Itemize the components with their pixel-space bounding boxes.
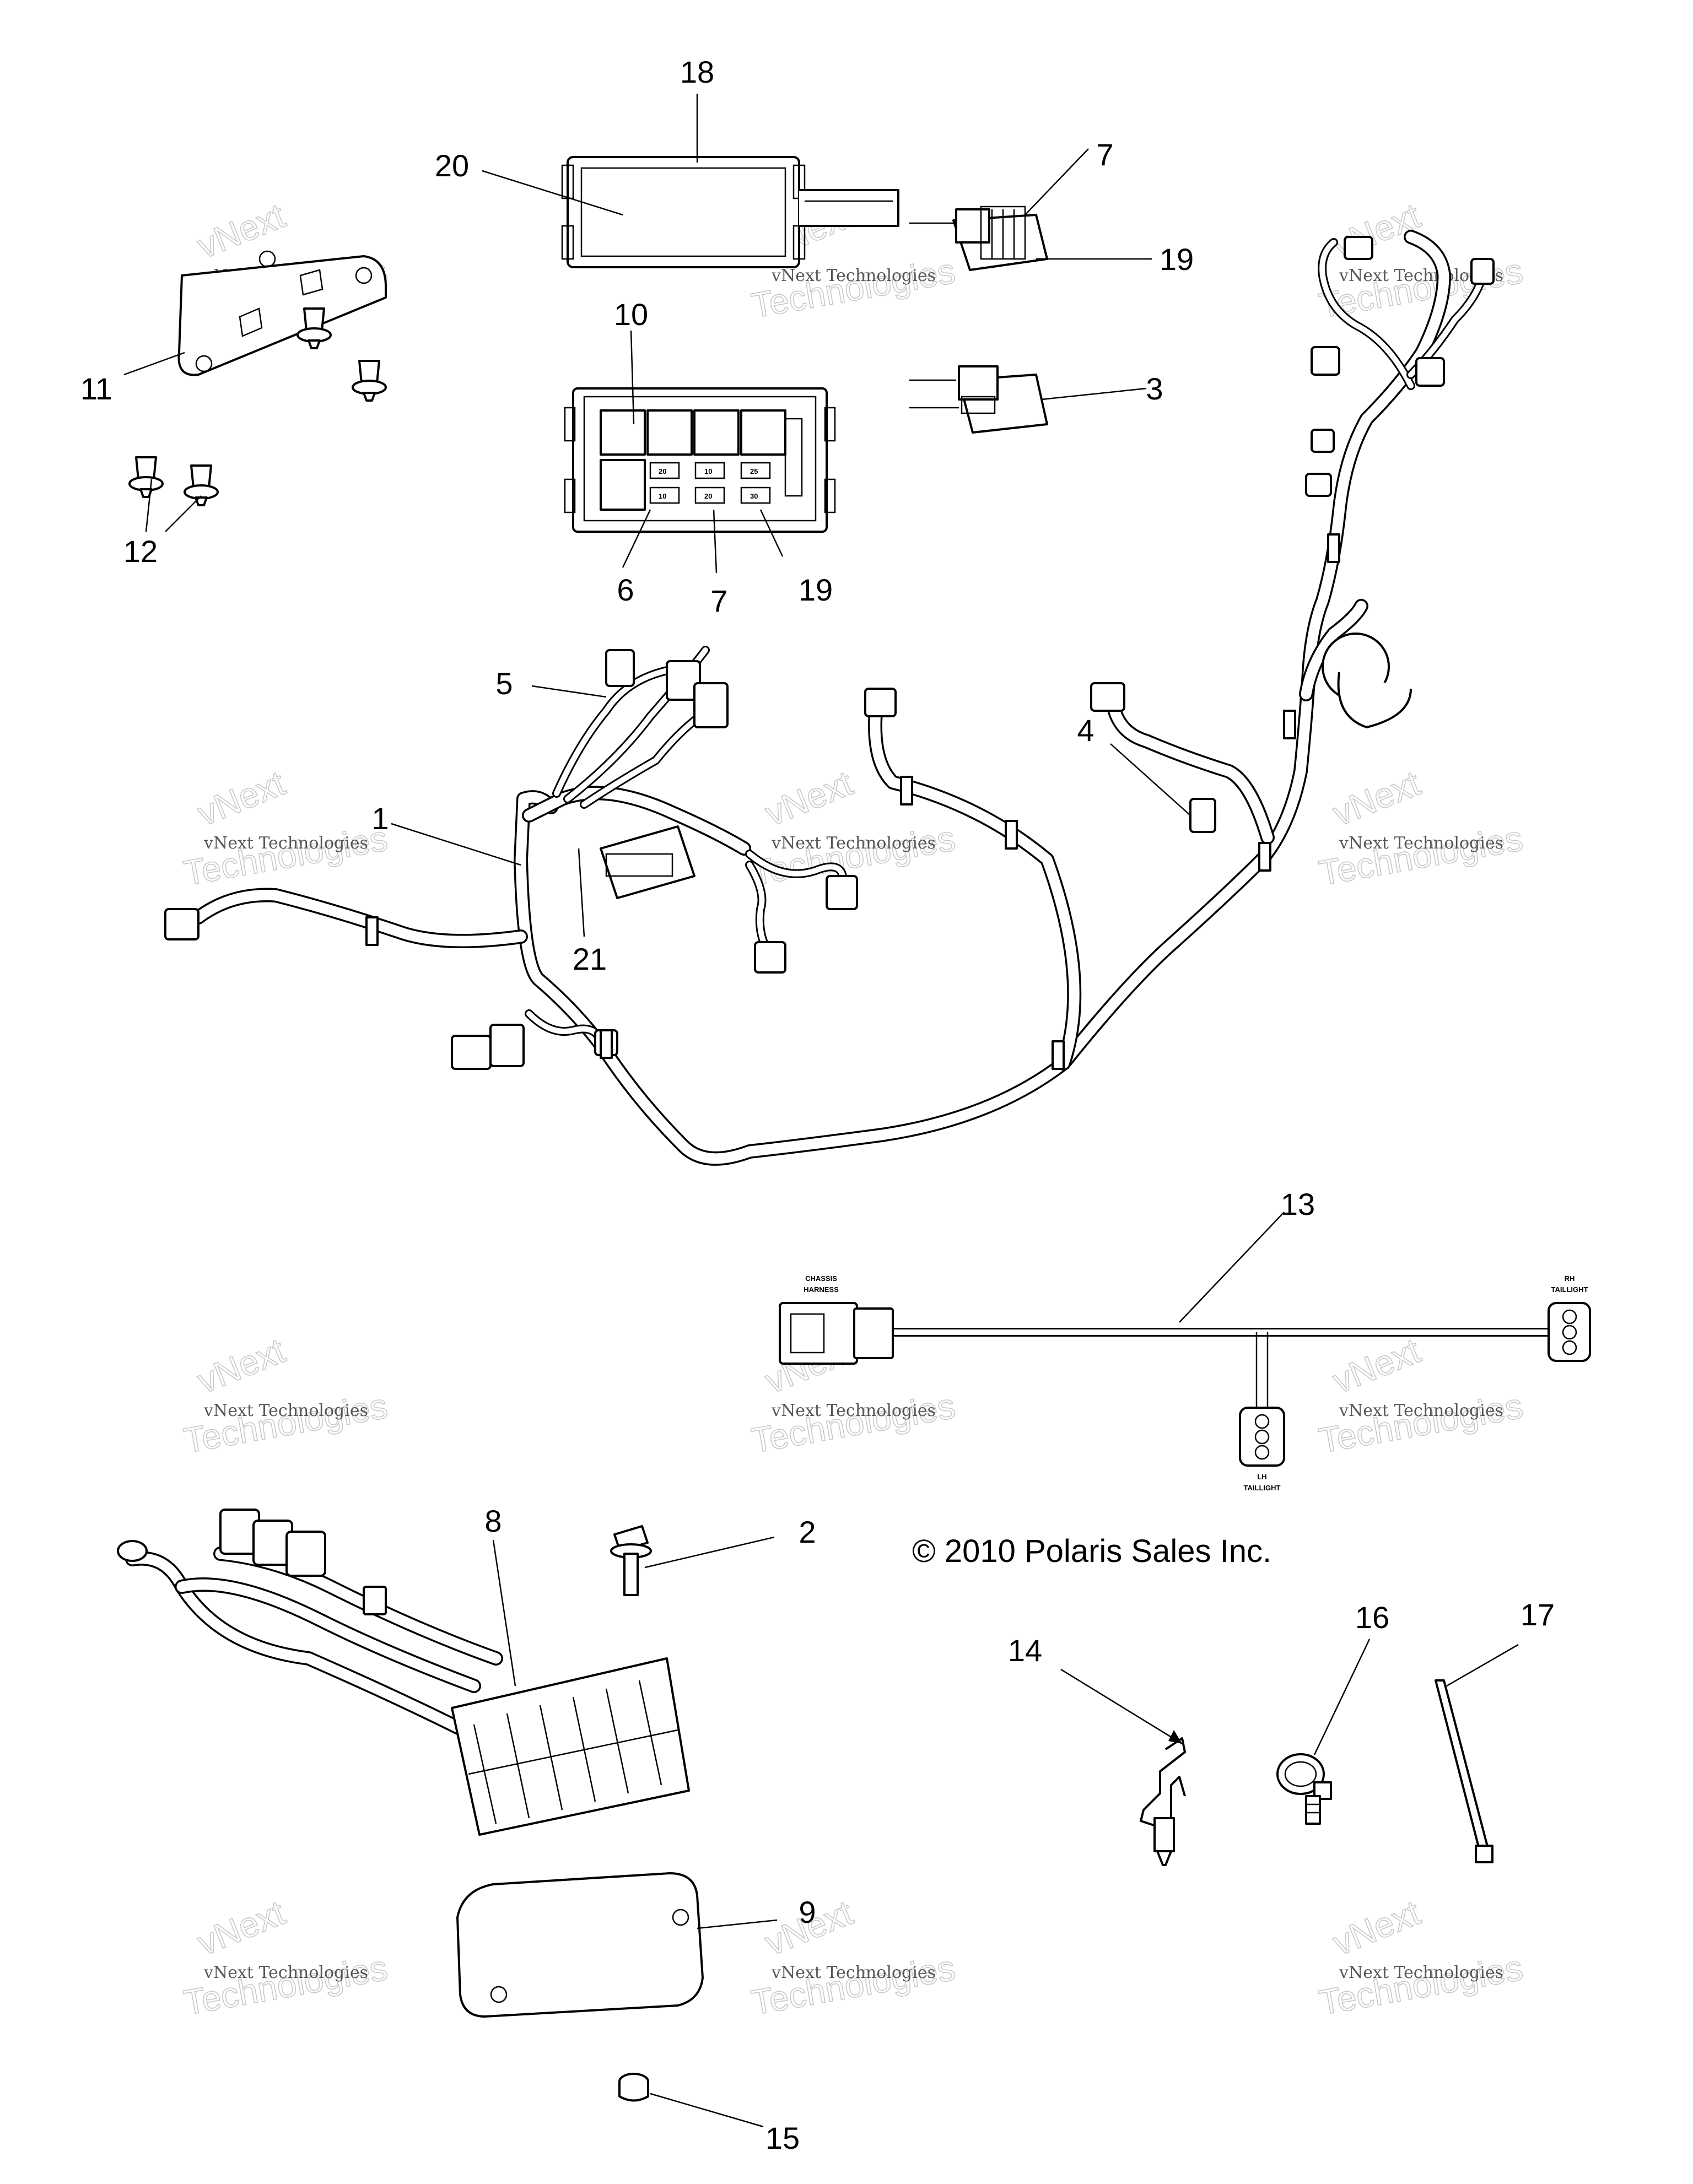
callout-15: 15 xyxy=(765,2121,800,2155)
callout-14: 14 xyxy=(1008,1633,1042,1668)
fuse-label: 30 xyxy=(750,492,758,500)
watermark-vnext: vNext xyxy=(1327,1893,1426,1963)
callout-numbers: 18 20 7 19 11 12 10 3 6 7 19 5 4 1 21 13… xyxy=(80,55,1555,2155)
mount-plate xyxy=(177,250,387,376)
harness-clip xyxy=(365,533,1340,1070)
callout-19: 19 xyxy=(1160,242,1194,277)
watermark-text: vNext Technologies xyxy=(203,1401,368,1420)
callout-3: 3 xyxy=(1146,371,1163,406)
watermark: Technologies vNext vNext Technologies Te… xyxy=(180,195,1526,2023)
callout-7: 7 xyxy=(710,583,727,618)
watermark-text: vNext Technologies xyxy=(1339,1401,1503,1420)
callout-19: 19 xyxy=(799,572,833,607)
callout-1: 1 xyxy=(371,801,389,836)
leader-lines xyxy=(123,94,1519,2128)
relay-with-fuse xyxy=(909,206,1048,271)
push-rivets xyxy=(128,307,387,506)
watermark-vnext: vNext xyxy=(1327,763,1426,834)
callout-8: 8 xyxy=(484,1504,502,1538)
watermark-vnext: vNext xyxy=(192,1331,290,1401)
callout-2: 2 xyxy=(799,1515,816,1549)
fuse-label: 25 xyxy=(750,467,758,475)
nut xyxy=(618,2073,649,2102)
callout-13: 13 xyxy=(1281,1187,1315,1221)
callout-4: 4 xyxy=(1077,713,1094,748)
watermark-text: vNext Technologies xyxy=(203,834,368,853)
watermark-vnext: vNext xyxy=(1327,1331,1426,1401)
watermark-text: vNext Technologies xyxy=(771,834,936,853)
harness-clip-14 xyxy=(1140,1737,1186,1866)
lh-taillight-label: TAILLIGHT xyxy=(1244,1484,1281,1492)
bolt xyxy=(610,1525,652,1596)
callout-16: 16 xyxy=(1355,1600,1389,1635)
watermark-text: vNext Technologies xyxy=(203,1963,368,1982)
rh-taillight-label: TAILLIGHT xyxy=(1551,1285,1588,1294)
watermark-vnext: vNext xyxy=(759,763,858,834)
connector xyxy=(164,236,1495,1070)
watermark-text: vNext Technologies xyxy=(1339,834,1503,853)
watermark-text: vNext Technologies xyxy=(1339,1963,1503,1982)
p-clip xyxy=(1276,1753,1332,1825)
callout-5: 5 xyxy=(495,666,513,701)
callout-6: 6 xyxy=(617,572,634,607)
callout-9: 9 xyxy=(799,1895,816,1929)
fuse-label: 20 xyxy=(704,492,712,500)
fuse-label: 10 xyxy=(704,467,712,475)
callout-21: 21 xyxy=(573,942,607,976)
lh-taillight-label: LH xyxy=(1257,1473,1266,1481)
rh-taillight-label: RH xyxy=(1565,1274,1575,1283)
watermark-text: vNext Technologies xyxy=(771,1401,936,1420)
watermark-text: vNext Technologies xyxy=(771,1963,936,1982)
watermark-vnext: vNext xyxy=(192,763,290,834)
regulator-rectifier xyxy=(117,1509,690,1836)
cable-tie xyxy=(1435,1679,1493,1863)
copyright-notice: © 2010 Polaris Sales Inc. xyxy=(912,1533,1271,1569)
watermark-text: vNext Technologies xyxy=(771,266,936,285)
callout-10: 10 xyxy=(614,297,648,332)
callout-20: 20 xyxy=(435,148,469,183)
watermark-vnext: vNext xyxy=(192,1893,290,1963)
callout-17: 17 xyxy=(1521,1597,1555,1632)
watermark-vnext: vNext xyxy=(192,196,290,266)
callout-18: 18 xyxy=(680,55,714,89)
fuse-label: 20 xyxy=(659,467,666,475)
fuse-box-base: 20 10 25 10 20 30 xyxy=(564,387,836,533)
callout-7: 7 xyxy=(1096,137,1113,172)
fuse-label: 10 xyxy=(659,492,666,500)
fuse-box-cover xyxy=(561,156,899,268)
mounting-pad xyxy=(456,1872,704,2018)
taillight-harness: CHASSIS HARNESS RH TAILLIGHT LH TAILLIGH… xyxy=(779,1274,1591,1492)
relay xyxy=(909,365,1048,434)
chassis-harness-label: CHASSIS xyxy=(805,1274,837,1283)
chassis-harness-label: HARNESS xyxy=(804,1285,839,1294)
callout-11: 11 xyxy=(80,371,112,406)
callout-12: 12 xyxy=(123,534,158,569)
main-harness xyxy=(164,230,1495,1166)
